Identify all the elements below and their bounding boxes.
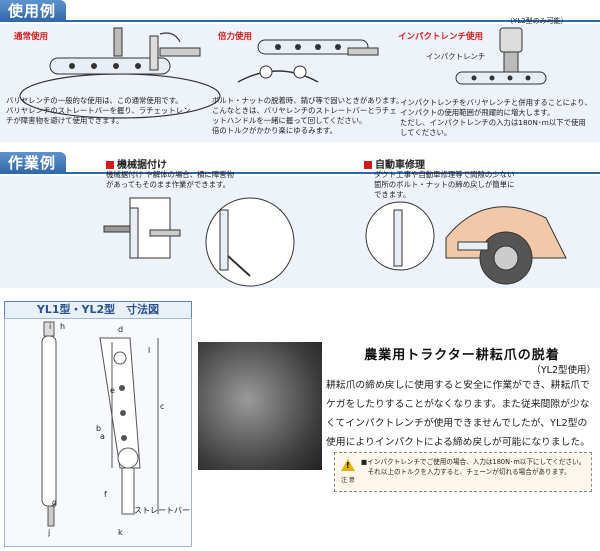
- dim-i: i: [49, 322, 52, 331]
- case-impact-note: （YL2型のみ可能）: [506, 17, 568, 25]
- dim-c: c: [160, 402, 165, 411]
- tractor-subtitle: （YL2型使用）: [531, 365, 596, 376]
- case-machine-desc: 機械据付け や解体の場合、横に障害物 があってもそのまま作業ができます。: [106, 170, 234, 189]
- case-normal-desc: バリヤレンチの一般的な使用は、この通常使用です。 バリヤレンチのストレートバーを…: [6, 96, 191, 125]
- straight-bar-label: ストレートバー: [134, 506, 190, 515]
- dimensions-title: YL1型・YL2型 寸法図: [4, 301, 192, 319]
- warning-icon: [341, 459, 355, 471]
- section-header-work: 作業例: [0, 152, 600, 174]
- dim-d: d: [118, 325, 124, 334]
- case-car-label: 自動車修理: [364, 156, 425, 171]
- dim-k: k: [118, 528, 123, 537]
- dim-b: b: [96, 424, 102, 433]
- section-title-work: 作業例: [0, 152, 67, 174]
- illustration-double-force: [237, 39, 379, 83]
- case-double-label: 倍力使用: [218, 32, 253, 42]
- dim-e: e: [110, 386, 115, 395]
- illustration-impact-wrench: [455, 27, 547, 85]
- caution-word: 注 意: [341, 477, 355, 484]
- tractor-photo: [198, 342, 322, 470]
- tractor-title: 農業用トラクター耕耘爪の脱着: [364, 348, 560, 363]
- case-machine-label: 機械据付け: [106, 156, 167, 171]
- case-impact-label: インパクトレンチ使用: [398, 32, 484, 42]
- dim-g: g: [52, 498, 58, 507]
- case-double-desc: ボルト・ナットの脱着時、錆び等で固いときがあります。 こんなときは、バリヤレンチ…: [212, 96, 404, 135]
- dim-l: l: [148, 346, 151, 355]
- dim-f: f: [104, 490, 107, 499]
- red-square-icon: [364, 161, 372, 169]
- case-normal-label: 通常使用: [14, 32, 49, 42]
- section-header-usage: 使用例: [0, 0, 600, 22]
- dimensions-drawing: [4, 318, 192, 547]
- warning-mark: !: [346, 461, 350, 470]
- tractor-description: 耕耘爪の締め戻しに使用すると安全に作業ができ、耕耘爪で ケガをしたりすることがな…: [326, 380, 591, 448]
- dim-a: a: [100, 432, 105, 441]
- dim-h: h: [60, 322, 66, 331]
- section-title-usage: 使用例: [0, 0, 67, 22]
- caution-box: ! 注 意 ■インパクトレンチでご使用の場合、入力は180N･m以下にしてくださ…: [334, 452, 592, 492]
- case-impact-desc: インパクトレンチをバリヤレンチと併用することにより、 インパクトの使用範囲が飛躍…: [400, 98, 592, 137]
- impact-wrench-label: インパクトレンチ: [426, 52, 486, 61]
- illustration-car-repair: [365, 201, 567, 285]
- dim-j: j: [48, 528, 51, 537]
- illustration-normal-use: [19, 27, 221, 119]
- red-square-icon: [106, 161, 114, 169]
- case-car-desc: ダクト工事や自動車修理等で間隙の少ない 箇所のボルト・ナットの締め戻しが簡単に …: [374, 170, 515, 199]
- caution-text: ■インパクトレンチでご使用の場合、入力は180N･m以下にしてください。 それ以…: [361, 458, 586, 476]
- illustration-machine-install: [103, 197, 295, 287]
- dimension-drawing: [41, 321, 159, 527]
